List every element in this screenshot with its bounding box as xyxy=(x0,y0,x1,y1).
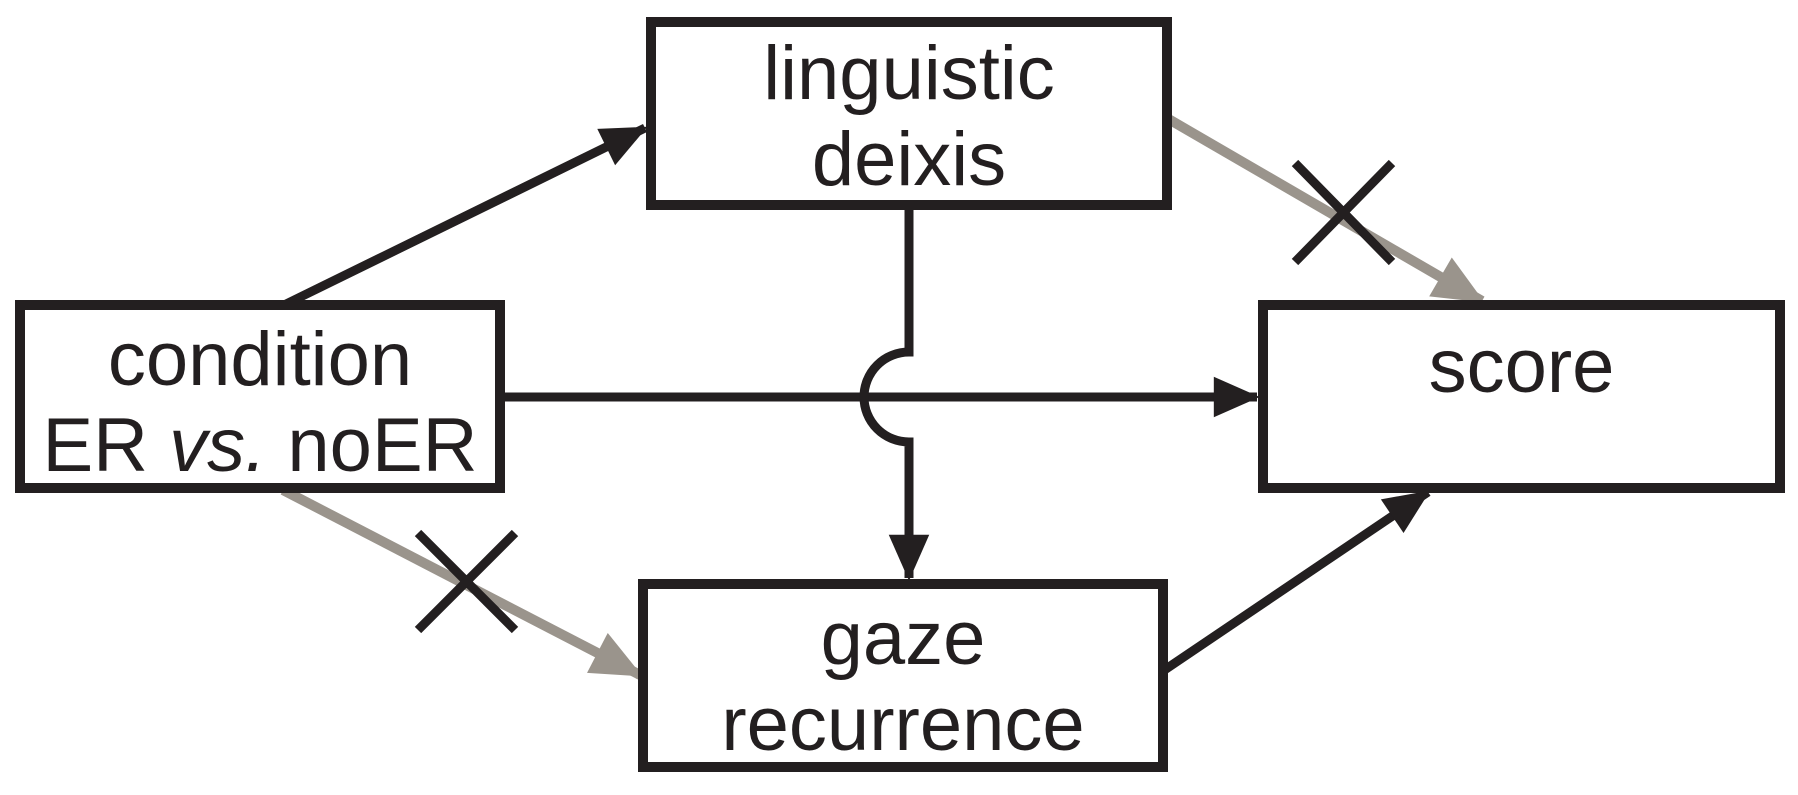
condition-vs-italic: vs. xyxy=(169,402,267,488)
edge-gaze-to-score-arrow xyxy=(1160,488,1431,675)
node-label-condition: condition ER vs. noER xyxy=(20,305,500,488)
condition-line1: condition xyxy=(107,316,413,402)
node-label-score: score xyxy=(1263,305,1780,488)
node-box-score xyxy=(1258,300,1785,493)
cross-out-x-lower xyxy=(414,529,519,634)
node-box-condition xyxy=(15,300,505,493)
node-label-gaze-recurrence: gaze recurrence xyxy=(643,584,1163,767)
gaze-line2: recurrence xyxy=(721,681,1085,767)
edge-condition-to-deixis-arrow xyxy=(280,123,648,311)
node-label-linguistic-deixis: linguistic deixis xyxy=(651,22,1167,205)
cross-out-x-upper xyxy=(1291,159,1396,266)
edge-deixis-to-score-gray-arrow xyxy=(1162,112,1485,306)
node-box-linguistic-deixis xyxy=(646,17,1172,210)
deixis-line1: linguistic xyxy=(763,30,1055,116)
gaze-line1: gaze xyxy=(820,595,986,681)
node-box-gaze-recurrence xyxy=(638,579,1168,772)
score-text: score xyxy=(1428,324,1615,409)
condition-line2: ER vs. noER xyxy=(42,402,478,488)
edge-deixis-to-gaze-arrow-with-line-jump xyxy=(859,205,930,581)
deixis-line2: deixis xyxy=(811,116,1007,202)
